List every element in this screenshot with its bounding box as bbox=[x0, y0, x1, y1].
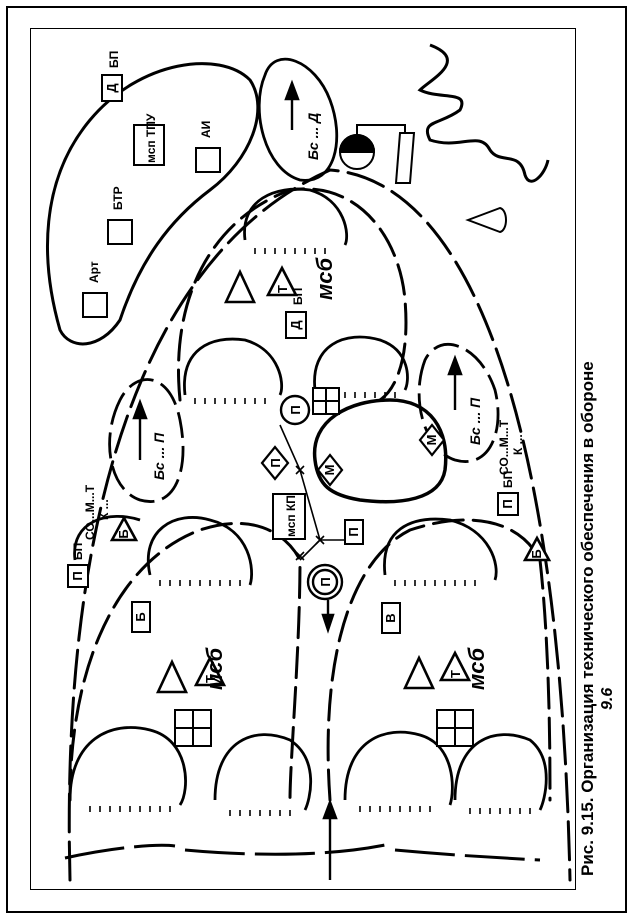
diamond-symbol bbox=[316, 453, 344, 487]
p-flag-label: П bbox=[500, 499, 515, 508]
b-label: Б bbox=[529, 549, 544, 558]
k-label: К ... bbox=[511, 434, 525, 455]
v-flag bbox=[381, 602, 401, 634]
t-label: Т bbox=[203, 675, 218, 683]
company-position bbox=[213, 733, 313, 811]
so-mt-label: СО...М...Т bbox=[497, 419, 511, 475]
so-mt-label: СО...М...Т bbox=[83, 484, 97, 540]
right-battalion-outline bbox=[326, 518, 552, 802]
rear-area-outline bbox=[46, 62, 260, 346]
diamond-symbol bbox=[260, 445, 290, 481]
d-flag-label: Д bbox=[104, 83, 119, 93]
msb-label: мсб bbox=[202, 646, 227, 690]
p-circle bbox=[279, 394, 311, 426]
b-flag-label: Б bbox=[133, 612, 148, 621]
btr-square bbox=[107, 219, 133, 245]
d-flag-label: Д bbox=[288, 320, 303, 330]
trapezoid-symbol bbox=[394, 132, 416, 184]
company-position bbox=[183, 337, 284, 396]
bs-d-area bbox=[257, 57, 339, 182]
diamond-symbol bbox=[418, 423, 446, 457]
p-circle-label: П bbox=[318, 577, 333, 586]
company-position bbox=[383, 517, 498, 581]
ai-square bbox=[195, 147, 221, 173]
ai-label: АИ bbox=[199, 121, 213, 138]
art-square bbox=[82, 292, 108, 318]
msb-label: мсб bbox=[464, 646, 489, 690]
p-flag bbox=[344, 519, 364, 545]
upper-battalion-outline bbox=[177, 187, 408, 402]
river-squiggle bbox=[417, 43, 550, 183]
p-flag bbox=[497, 492, 519, 516]
bs-p-label: Бс ... П bbox=[467, 397, 483, 445]
triangle-t bbox=[193, 655, 227, 687]
bs-d-label: Бс ... Д bbox=[305, 113, 321, 160]
bs-p-area-right bbox=[417, 343, 500, 463]
triangle-symbol bbox=[223, 268, 257, 304]
diamond-label: П bbox=[268, 458, 283, 467]
triangle-t bbox=[265, 265, 299, 297]
repair-area bbox=[312, 398, 448, 504]
b-flag bbox=[131, 601, 151, 633]
msp-kp-label: мсп КП bbox=[284, 495, 298, 537]
bp-label: БП bbox=[71, 543, 85, 560]
company-position bbox=[73, 515, 141, 561]
bp-label: БП bbox=[501, 471, 515, 488]
company-position bbox=[313, 335, 409, 391]
handwritten-note: 9.6 bbox=[599, 688, 616, 710]
left-battalion-outline bbox=[68, 521, 302, 802]
p-flag-label: П bbox=[70, 571, 85, 580]
diamond-label: М bbox=[424, 435, 439, 446]
bs-p-area-left bbox=[108, 378, 185, 503]
v-flag-label: В bbox=[383, 613, 398, 622]
p-circle-label: П bbox=[288, 405, 303, 414]
msp-kp-flag bbox=[272, 493, 306, 540]
triangle-b bbox=[109, 515, 139, 542]
k-label: К ... bbox=[97, 499, 111, 520]
bs-p-label: Бс ... П bbox=[151, 432, 167, 480]
t-label: Т bbox=[275, 285, 290, 293]
company-position bbox=[453, 733, 548, 811]
btr-label: БТР bbox=[111, 186, 125, 210]
inner-frame bbox=[30, 28, 576, 890]
figure-caption: Рис. 9.15. Организация технического обес… bbox=[578, 361, 597, 876]
company-position bbox=[68, 726, 187, 806]
company-position bbox=[343, 730, 454, 806]
triangle-t bbox=[438, 650, 472, 682]
front-line bbox=[64, 843, 541, 862]
outer-frame bbox=[6, 6, 627, 913]
t-label: Т bbox=[448, 670, 463, 678]
p-flag bbox=[67, 564, 89, 588]
msp-tpu-flag bbox=[133, 124, 165, 166]
bp-label: БП bbox=[291, 288, 305, 305]
d-flag bbox=[101, 74, 123, 102]
triangle-symbol bbox=[155, 658, 189, 694]
art-label: Арт bbox=[87, 261, 101, 283]
triangle-b bbox=[522, 535, 552, 562]
company-position bbox=[147, 516, 253, 586]
d-flag bbox=[285, 311, 307, 339]
diamond-label: М bbox=[322, 465, 337, 476]
cone-symbol bbox=[465, 206, 507, 234]
p-flag-label: П bbox=[346, 527, 361, 536]
b-label: Б bbox=[116, 529, 131, 538]
msp-tpu-label: мсп ТПУ bbox=[144, 113, 158, 163]
msb-label: мсб bbox=[312, 256, 337, 300]
company-position bbox=[243, 187, 349, 246]
bp-label: БП bbox=[107, 51, 121, 68]
triangle-symbol bbox=[402, 654, 436, 690]
defense-outline bbox=[67, 168, 572, 882]
